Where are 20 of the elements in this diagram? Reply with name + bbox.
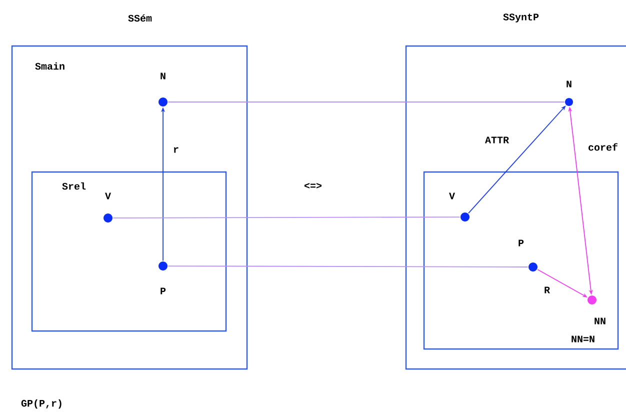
node-label: V bbox=[105, 192, 111, 200]
edge-label: coref bbox=[587, 142, 620, 152]
frame-box bbox=[423, 171, 619, 350]
node-label: P bbox=[160, 288, 166, 294]
note-label: <=> bbox=[304, 183, 322, 188]
edge-label: ATTR bbox=[484, 136, 510, 144]
node-label: N bbox=[566, 80, 572, 88]
arrow bbox=[468, 106, 566, 214]
box-label: Srel bbox=[62, 182, 86, 190]
edge-label: R bbox=[543, 286, 551, 294]
node-label: P bbox=[518, 240, 524, 246]
node-label: V bbox=[449, 192, 455, 200]
box-label: Smain bbox=[35, 62, 64, 70]
node-label: NN bbox=[594, 318, 606, 324]
edge-label: r bbox=[172, 146, 180, 154]
diagram-heading: SSyntP bbox=[503, 14, 539, 22]
node-label: N bbox=[160, 72, 166, 80]
diagram-heading: SSém bbox=[128, 14, 152, 22]
note-label: GP(P,r) bbox=[21, 399, 62, 409]
note-label: NN=N bbox=[572, 336, 594, 342]
